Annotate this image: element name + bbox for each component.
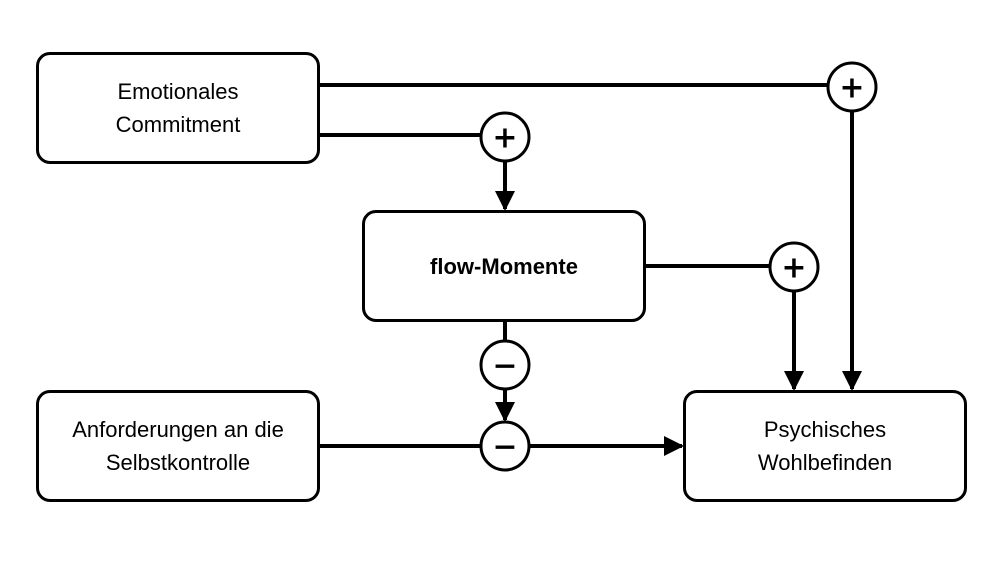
minus-circle-moderation: − bbox=[479, 339, 531, 391]
box-emotional-commitment: Emotionales Commitment bbox=[36, 52, 320, 164]
commitment-label-line1: Emotionales bbox=[117, 79, 239, 104]
wellbeing-label-line1: Psychisches bbox=[763, 417, 887, 442]
wellbeing-label-line2: Wohlbefinden bbox=[757, 450, 893, 475]
plus-circle-flow-input: + bbox=[479, 111, 531, 163]
plus-circle-top: + bbox=[826, 61, 878, 113]
minus-circle-selfcontrol: − bbox=[479, 420, 531, 472]
commitment-label-line2: Commitment bbox=[115, 112, 241, 137]
plus-sign-top: + bbox=[839, 71, 864, 106]
selfcontrol-label-line2: Selbstkontrolle bbox=[105, 450, 251, 475]
box-flow-moments: flow-Momente bbox=[362, 210, 646, 322]
plus-circle-flow-output: + bbox=[768, 241, 820, 293]
minus-sign-selfcontrol: − bbox=[492, 430, 517, 465]
plus-sign-flow-output: + bbox=[781, 251, 806, 286]
flow-label: flow-Momente bbox=[430, 253, 578, 279]
selfcontrol-label-line1: Anforderungen an die bbox=[72, 417, 284, 442]
box-self-control-demands: Anforderungen an die Selbstkontrolle bbox=[36, 390, 320, 502]
plus-sign-flow-input: + bbox=[492, 121, 517, 156]
box-psychological-wellbeing: Psychisches Wohlbefinden bbox=[683, 390, 967, 502]
minus-sign-moderation: − bbox=[492, 349, 517, 384]
